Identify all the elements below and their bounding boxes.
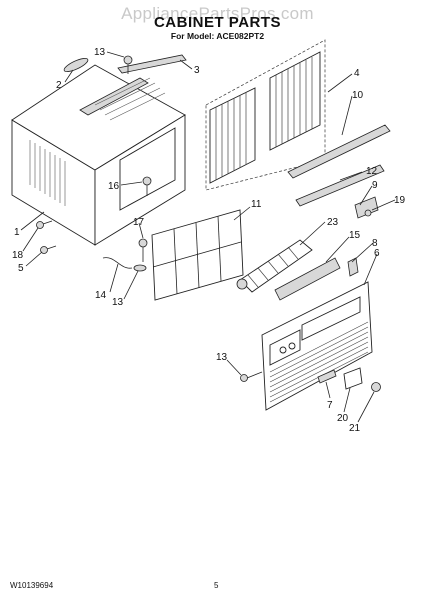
gasket-part [63, 58, 89, 72]
callout-labels: 13 2 3 4 10 12 9 19 11 16 17 23 15 8 6 1… [12, 47, 406, 434]
screw-icon [364, 209, 372, 217]
screw-icon [371, 382, 381, 392]
screw-icon [123, 55, 133, 74]
front-grille-part [261, 281, 373, 411]
callout-10: 10 [352, 90, 364, 101]
watermark-text: AppliancePartsPros.com [121, 4, 314, 23]
callout-2: 2 [56, 80, 62, 91]
clip-part [347, 257, 359, 277]
callout-19: 18 [12, 250, 24, 261]
model-subtitle: For Model: ACE082PT2 [170, 31, 265, 41]
callout-13-top: 13 [94, 47, 106, 58]
rail-part-12 [295, 164, 385, 207]
screw-icon [142, 176, 152, 196]
page-title: CABINET PARTS [153, 14, 282, 31]
callout-11: 11 [251, 199, 262, 210]
callout-7: 7 [327, 400, 333, 411]
callout-18: 17 [133, 217, 145, 228]
clip-part [133, 264, 147, 272]
document-number: W10139694 [10, 581, 54, 590]
callout-12: 12 [366, 166, 378, 177]
callout-15: 13 [112, 297, 124, 308]
callout-21: 20 [337, 413, 349, 424]
callout-17: 15 [349, 230, 361, 241]
rail-part-10 [287, 124, 391, 179]
page-number: 5 [214, 581, 219, 590]
top-rail-part [117, 54, 187, 74]
badge-part [317, 369, 337, 384]
leader-lines [20, 51, 396, 423]
air-filter-part [151, 209, 244, 301]
control-knob-part [343, 367, 363, 390]
callout-14: 16 [108, 181, 120, 192]
callout-23: 23 [327, 217, 339, 228]
callout-9: 9 [372, 180, 378, 191]
callout-8: 8 [372, 238, 378, 249]
callout-16: 14 [95, 290, 107, 301]
callout-4: 4 [354, 68, 360, 79]
screw-icon [138, 238, 148, 262]
cabinet-shell [11, 64, 186, 246]
side-curtain-right [269, 51, 321, 151]
blower-wheel-part [236, 239, 313, 293]
callout-13-bottom: 13 [216, 352, 228, 363]
side-curtain-left [209, 87, 256, 184]
screw-icon [240, 371, 263, 382]
callout-1: 1 [14, 227, 20, 238]
bracket-part [354, 196, 379, 219]
callout-6: 6 [374, 248, 380, 259]
callout-20: 19 [394, 195, 406, 206]
wire-part [102, 257, 133, 269]
screw-icon [40, 245, 57, 254]
callout-3: 3 [194, 65, 200, 76]
louver-vane-part [274, 257, 341, 301]
screw-icon [36, 220, 53, 229]
callout-22: 21 [349, 423, 361, 434]
callout-5: 5 [18, 263, 24, 274]
